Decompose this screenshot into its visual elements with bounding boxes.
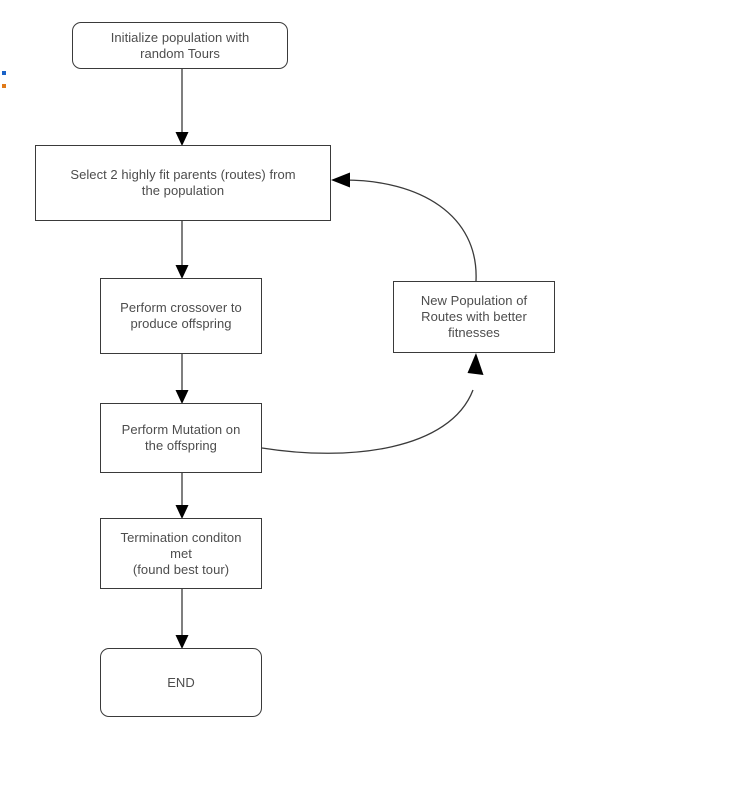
edge-new-population-to-select: [331, 172, 477, 282]
edge-crossover-to-mutation: [175, 354, 189, 404]
edge-select-to-crossover: [175, 221, 189, 279]
edge-mutation-to-termination: [175, 473, 189, 519]
node-new-population[interactable]: New Population of Routes with better fit…: [393, 281, 555, 353]
node-crossover-label: Perform crossover to produce offspring: [120, 300, 242, 331]
node-select-parents[interactable]: Select 2 highly fit parents (routes) fro…: [35, 145, 331, 221]
node-termination-label: Termination conditon met (found best tou…: [120, 529, 242, 577]
node-mutation[interactable]: Perform Mutation on the offspring: [100, 403, 262, 473]
node-end[interactable]: END: [100, 648, 262, 717]
left-margin-mark-secondary: [2, 84, 6, 88]
edge-mutation-to-new-population: [261, 353, 484, 454]
node-mutation-label: Perform Mutation on the offspring: [121, 422, 241, 453]
node-initialize-label: Initialize population with random Tours: [110, 29, 250, 61]
node-termination[interactable]: Termination conditon met (found best tou…: [100, 518, 262, 589]
node-initialize[interactable]: Initialize population with random Tours: [72, 22, 288, 69]
edge-termination-to-end: [175, 589, 189, 649]
node-select-parents-label: Select 2 highly fit parents (routes) fro…: [70, 167, 296, 198]
edge-initialize-to-select: [175, 69, 189, 146]
node-crossover[interactable]: Perform crossover to produce offspring: [100, 278, 262, 354]
node-new-population-label: New Population of Routes with better fit…: [420, 293, 528, 340]
left-margin-mark-primary: [2, 71, 6, 75]
node-end-label: END: [167, 674, 195, 690]
